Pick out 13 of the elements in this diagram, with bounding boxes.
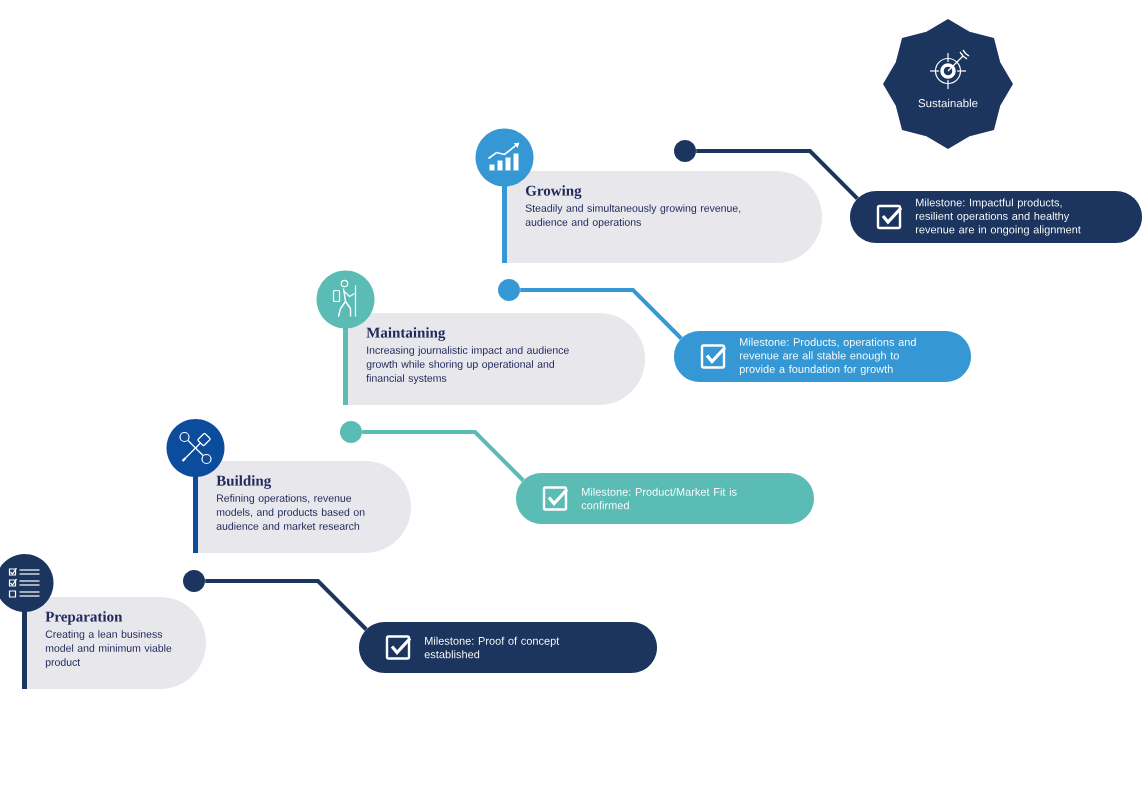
stage-description: Refining operations, revenue models, and products based on audience and market research: [216, 494, 365, 530]
stage-title: Building: [216, 475, 272, 489]
stage-title: Preparation: [45, 611, 123, 625]
stage-description: Creating a lean business model and minimum viable product: [45, 630, 172, 668]
milestone-text: Milestone: Impactful products, resilient operations and healthy revenue are in ongoing alignment: [915, 198, 1081, 236]
badge-label: Sustainable: [918, 98, 978, 108]
milestone-text: Milestone: Proof of concept established: [424, 636, 560, 659]
milestone-text: Milestone: Product/Market Fit is confirmed: [581, 487, 737, 510]
stage-description: Steadily and simultaneously growing revenue, audience and operations: [525, 204, 741, 228]
milestone-text: Milestone: Products, operations and revenue are all stable enough to provide a foundation for growth: [739, 337, 916, 376]
stage-title: Maintaining: [366, 327, 446, 341]
stage-description: Increasing journalistic impact and audience growth while shoring up operational and financial systems: [366, 346, 569, 384]
stage-title: Growing: [525, 185, 582, 199]
